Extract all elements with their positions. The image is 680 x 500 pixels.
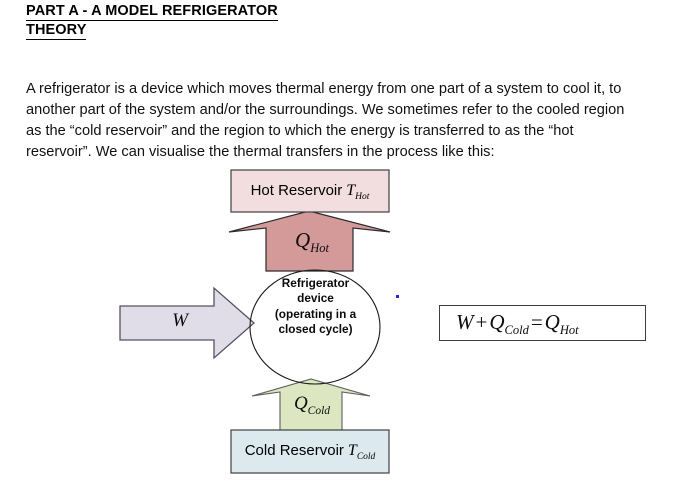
hot-reservoir-box (230, 169, 390, 213)
work-arrow-shape (119, 286, 255, 360)
intro-paragraph: A refrigerator is a device which moves t… (26, 80, 625, 161)
equation-box: W+QCold=QHot (439, 305, 646, 341)
refrigerator-device-circle (249, 269, 381, 385)
heading-line-2: THEORY (26, 22, 87, 40)
page-heading: PART A - A MODEL REFRIGERATOR THEORY (26, 2, 586, 40)
heading-line-1: PART A - A MODEL REFRIGERATOR (26, 3, 278, 21)
equation-text: W+QCold=QHot (456, 310, 579, 338)
stray-dot-artifact (396, 295, 399, 298)
cold-reservoir-box (230, 429, 390, 474)
q-hot-arrow-shape (228, 210, 391, 272)
